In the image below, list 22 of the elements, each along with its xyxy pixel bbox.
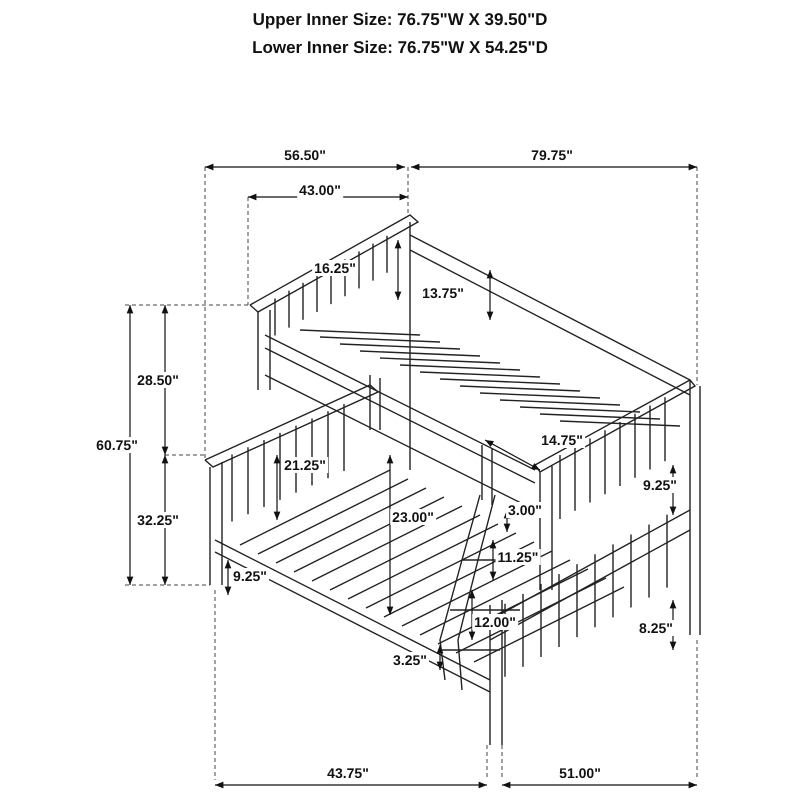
dimension-label: 9.25": [641, 477, 679, 493]
dimension-label: 51.00": [557, 765, 603, 781]
dimension-label: 32.25": [135, 512, 181, 528]
dimension-label: 14.75": [539, 432, 585, 448]
dimension-label: 16.25": [312, 260, 358, 276]
dimension-label: 9.25": [231, 568, 269, 584]
dimension-label: 43.75": [325, 765, 371, 781]
size-note: Upper Inner Size: 76.75"W X 39.50"D: [252, 10, 548, 30]
dimension-label: 60.75": [94, 437, 140, 453]
dimension-label: 43.00": [297, 182, 343, 198]
dimension-label: 23.00": [390, 509, 436, 525]
dimension-label: 13.75": [420, 285, 466, 301]
dimension-label: 11.25": [496, 549, 540, 565]
dimension-label: 3.00": [506, 502, 544, 518]
dimension-label: 8.25": [637, 620, 675, 636]
dimension-label: 21.25": [282, 457, 328, 473]
dimension-label: 12.00": [472, 614, 518, 630]
dimension-label: 3.25": [391, 652, 429, 668]
size-note: Lower Inner Size: 76.75"W X 54.25"D: [251, 38, 549, 58]
dimension-label: 79.75": [529, 147, 575, 163]
dimension-label: 28.50": [135, 372, 181, 388]
dimension-label: 56.50": [282, 147, 328, 163]
